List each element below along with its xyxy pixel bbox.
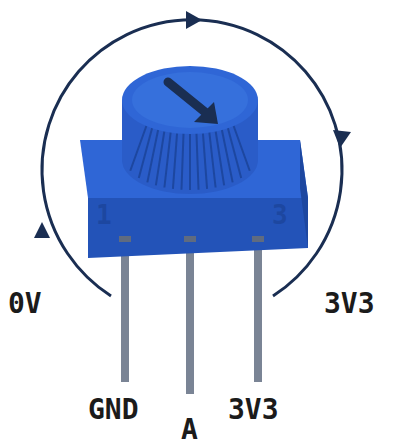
pin-stub xyxy=(252,236,264,242)
arc-arrowhead xyxy=(333,130,351,148)
knob-rib xyxy=(181,124,183,190)
pin-stub xyxy=(119,236,131,242)
knob-top xyxy=(122,66,258,134)
knob-rib xyxy=(202,124,207,189)
pin-name: 3V3 xyxy=(228,396,279,424)
knob-rib xyxy=(130,124,147,171)
pin-name: GND xyxy=(88,396,139,424)
knob-top-inner xyxy=(132,72,248,128)
pin-stub xyxy=(184,236,196,242)
knob-rib xyxy=(164,124,171,187)
pin-number: 1 xyxy=(96,202,112,228)
knob-rib xyxy=(196,124,198,190)
voltage-label: 3V3 xyxy=(324,290,375,318)
knob-rib xyxy=(221,124,233,182)
pin-number: 3 xyxy=(272,202,288,228)
knob-rib xyxy=(227,124,241,178)
knob-rib xyxy=(233,124,250,171)
arc-arrowhead xyxy=(34,222,50,238)
pointer-arrow xyxy=(168,82,205,112)
knob-rib xyxy=(173,124,178,189)
pin xyxy=(186,232,194,394)
pointer-arrowhead xyxy=(194,102,218,124)
knob-rib xyxy=(139,124,153,178)
pin-name: A xyxy=(181,416,198,444)
knob-rib xyxy=(156,124,166,185)
pin xyxy=(254,232,262,382)
voltage-label: 0V xyxy=(8,290,42,318)
body-side xyxy=(300,140,308,248)
body-front xyxy=(88,198,308,258)
arc-arrowhead xyxy=(186,11,202,29)
knob-rib xyxy=(208,124,215,187)
